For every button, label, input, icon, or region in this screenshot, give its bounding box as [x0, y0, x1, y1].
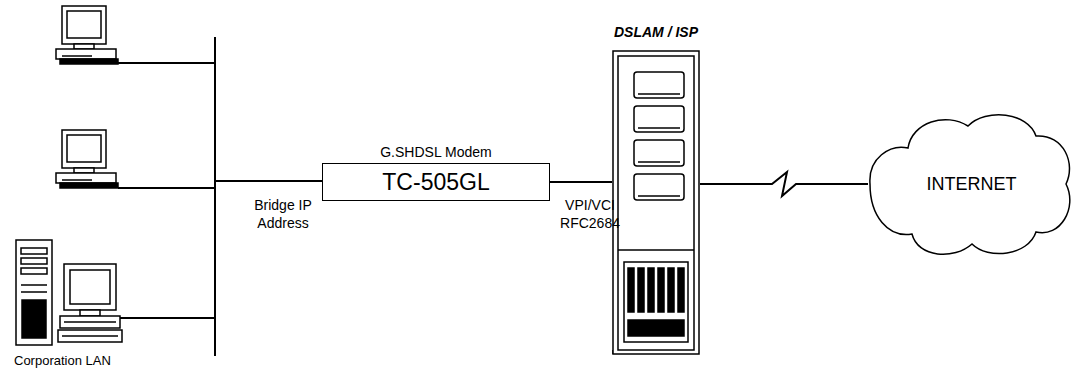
- diagram-label: Bridge IP Address: [246, 196, 320, 232]
- modem-box: G.SHDSL ModemTC-505GL: [322, 163, 550, 201]
- device-name: TC-505GL: [382, 169, 489, 195]
- workstation-icon: [16, 240, 122, 345]
- rack-heading: DSLAM / ISP: [614, 24, 698, 40]
- diagram-label: Corporation LAN: [14, 352, 134, 370]
- link-line: [700, 172, 868, 196]
- device-heading: G.SHDSL Modem: [323, 144, 549, 160]
- cloud-label: INTERNET: [927, 174, 1017, 195]
- lan-bus: [118, 37, 322, 356]
- computer-icon: [56, 130, 118, 188]
- dslam-rack: DSLAM / ISP: [612, 50, 700, 355]
- diagram-label: VPI/VCI RFC2684: [553, 196, 627, 232]
- rack-drawing: [612, 50, 700, 355]
- link-line: [550, 181, 612, 183]
- computer-icon: [56, 6, 118, 64]
- internet-cloud: INTERNET: [868, 108, 1075, 260]
